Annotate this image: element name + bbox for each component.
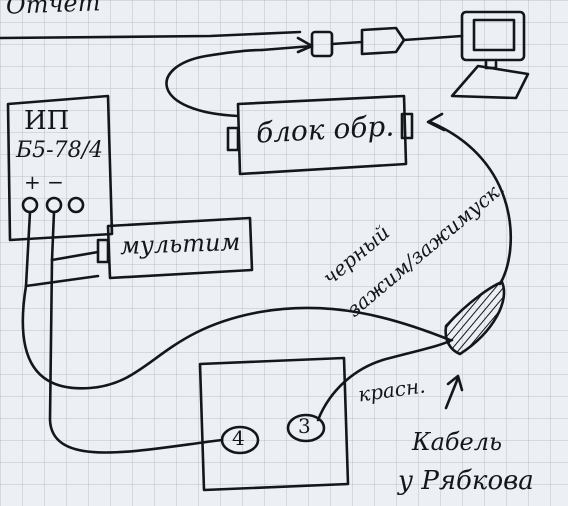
header-underline [0,30,302,40]
connector-link [330,40,364,46]
processing-unit-label: блок обр. [255,109,395,150]
keyboard [450,64,530,100]
wire-to-contact-4 [48,258,224,454]
processing-unit-box [236,94,408,176]
wire-from-terminal-1 [24,210,32,288]
usb-arrow [260,44,314,52]
note-arrowhead [446,374,464,392]
power-supply-box [6,94,114,242]
unit-loop-cable [165,48,264,118]
power-supply-terminals: + − [24,170,64,194]
adapter-to-pc-wire [402,34,464,42]
terminal-3 [67,196,85,214]
header-title: Отчет [5,0,101,20]
cable-note-line1: Кабель [412,428,503,456]
wire-from-terminal-2 [50,210,56,262]
contact-3-label: 3 [298,414,311,438]
black-clip-cable [21,284,452,390]
red-wire [316,338,454,422]
connector-adapter [360,26,406,56]
wire-multimeter-mid [50,250,100,262]
cable-note-line2: у Рябкова [398,466,534,496]
unit-right-connector [400,112,414,140]
clip-to-unit-cable [428,120,513,286]
black-clip [444,280,506,356]
power-supply-model: Б5-78/4 [16,138,104,163]
unit-left-connector [226,126,240,152]
clip-cable-arrowhead [426,112,446,132]
power-supply-name: ИП [24,106,70,136]
note-arrow [444,376,460,410]
multimeter-box [106,216,254,280]
contact-4-circle [220,425,260,455]
contact-4-label: 4 [232,426,245,450]
monitor-screen [472,18,516,52]
contact-3-circle [286,413,326,443]
sample-box [198,356,350,492]
multimeter-label: мультим [119,227,241,261]
wire-multimeter-top [24,274,100,288]
